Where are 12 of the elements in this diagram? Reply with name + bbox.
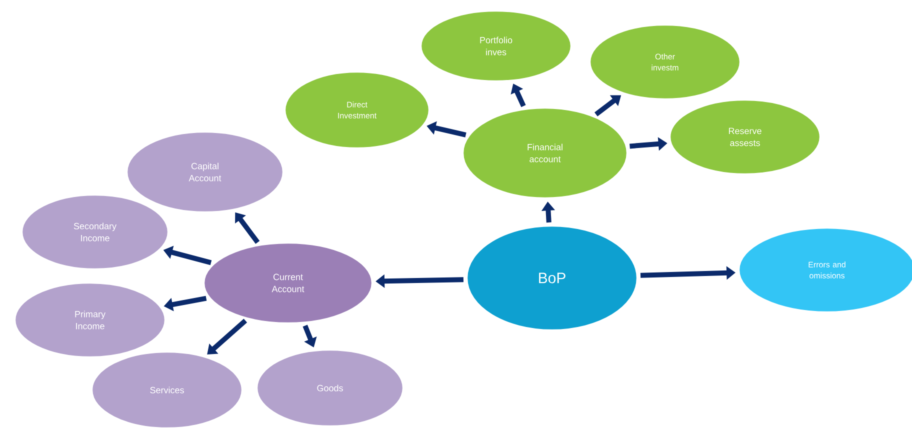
ellipse-node: Secondary Income [21, 194, 169, 270]
ellipse-node: Goods [256, 349, 404, 427]
ellipse-node: Other investm [589, 24, 741, 100]
ellipse-node: Reserve assests [669, 99, 821, 175]
ellipse-node: Financial account [462, 107, 628, 199]
ellipse-node: Services [91, 351, 243, 429]
ellipse-node: Capital Account [126, 131, 284, 213]
ellipse-node: Portfolio inves [420, 10, 572, 82]
ellipse-node: Errors and omissions [738, 227, 912, 313]
ellipse-node: Direct Investment [284, 71, 430, 149]
ellipse-node: Primary Income [14, 282, 166, 358]
ellipse-node: Current Account [203, 242, 373, 324]
